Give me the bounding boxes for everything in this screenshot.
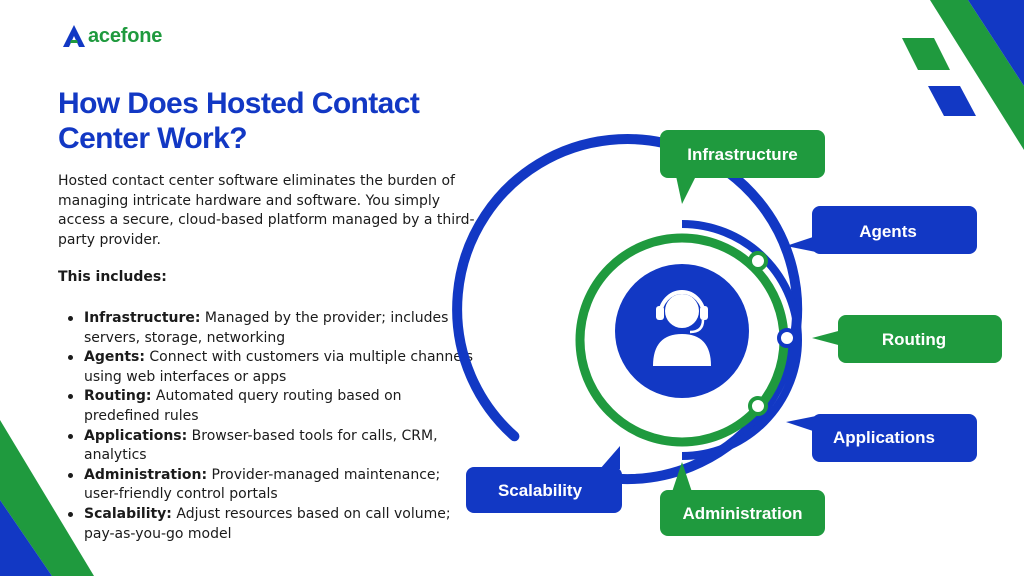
inner-arc <box>681 220 802 460</box>
label-administration: Administration <box>660 462 825 536</box>
label-scalability: Scalability <box>466 446 622 513</box>
page-title: How Does Hosted Contact Center Work? <box>58 87 420 155</box>
list-item: Routing: Automated query routing based o… <box>66 387 476 426</box>
headset-agent-icon <box>653 290 711 366</box>
list-item: Administration: Provider-managed mainten… <box>66 466 476 505</box>
includes-label: This includes: <box>58 269 167 285</box>
label-applications-text: Applications <box>833 428 935 447</box>
center-disc <box>615 264 749 398</box>
list-item: Agents: Connect with customers via multi… <box>66 348 476 387</box>
label-scalability-text: Scalability <box>498 481 583 500</box>
bullet-term: Agents: <box>84 349 145 366</box>
bullet-text: Browser-based tools for calls, CRM, anal… <box>84 427 438 464</box>
label-routing: Routing <box>812 315 1002 363</box>
bullet-text: Adjust resources based on call volume; p… <box>84 505 451 542</box>
label-infrastructure-text: Infrastructure <box>687 145 798 164</box>
feature-list: Infrastructure: Managed by the provider;… <box>66 309 476 544</box>
bullet-text: Automated query routing based on predefi… <box>84 388 402 424</box>
brand-a-icon <box>63 25 85 47</box>
label-administration-text: Administration <box>683 504 803 523</box>
bullet-term: Scalability: <box>84 505 172 522</box>
label-agents-text: Agents <box>859 222 917 241</box>
bullet-term: Applications: <box>84 427 188 444</box>
label-agents: Agents <box>786 206 977 254</box>
list-item: Infrastructure: Managed by the provider;… <box>66 309 476 348</box>
bullet-text: Connect with customers via multiple chan… <box>84 349 474 385</box>
bullet-text: Provider-managed maintenance; user-frien… <box>84 466 441 503</box>
label-applications: Applications <box>786 414 977 462</box>
connector-node <box>748 396 768 416</box>
list-item: Applications: Browser-based tools for ca… <box>66 427 476 466</box>
list-item: Scalability: Adjust resources based on c… <box>66 505 476 544</box>
bullet-text: Managed by the provider; includes server… <box>84 310 449 346</box>
corner-stripes-bottom-left <box>0 420 94 576</box>
corner-stripes-top-right <box>902 0 1024 150</box>
brand-name: acefone <box>88 24 163 47</box>
bullet-term: Routing: <box>84 388 152 405</box>
label-routing-text: Routing <box>882 330 946 349</box>
bullet-term: Administration: <box>84 466 208 483</box>
connector-node <box>777 328 797 348</box>
bullet-term: Infrastructure: <box>84 310 201 326</box>
brand-logo: acefone <box>62 24 162 48</box>
connector-node <box>748 251 768 271</box>
label-infrastructure: Infrastructure <box>660 130 825 204</box>
intro-paragraph: Hosted contact center software eliminate… <box>58 173 475 248</box>
